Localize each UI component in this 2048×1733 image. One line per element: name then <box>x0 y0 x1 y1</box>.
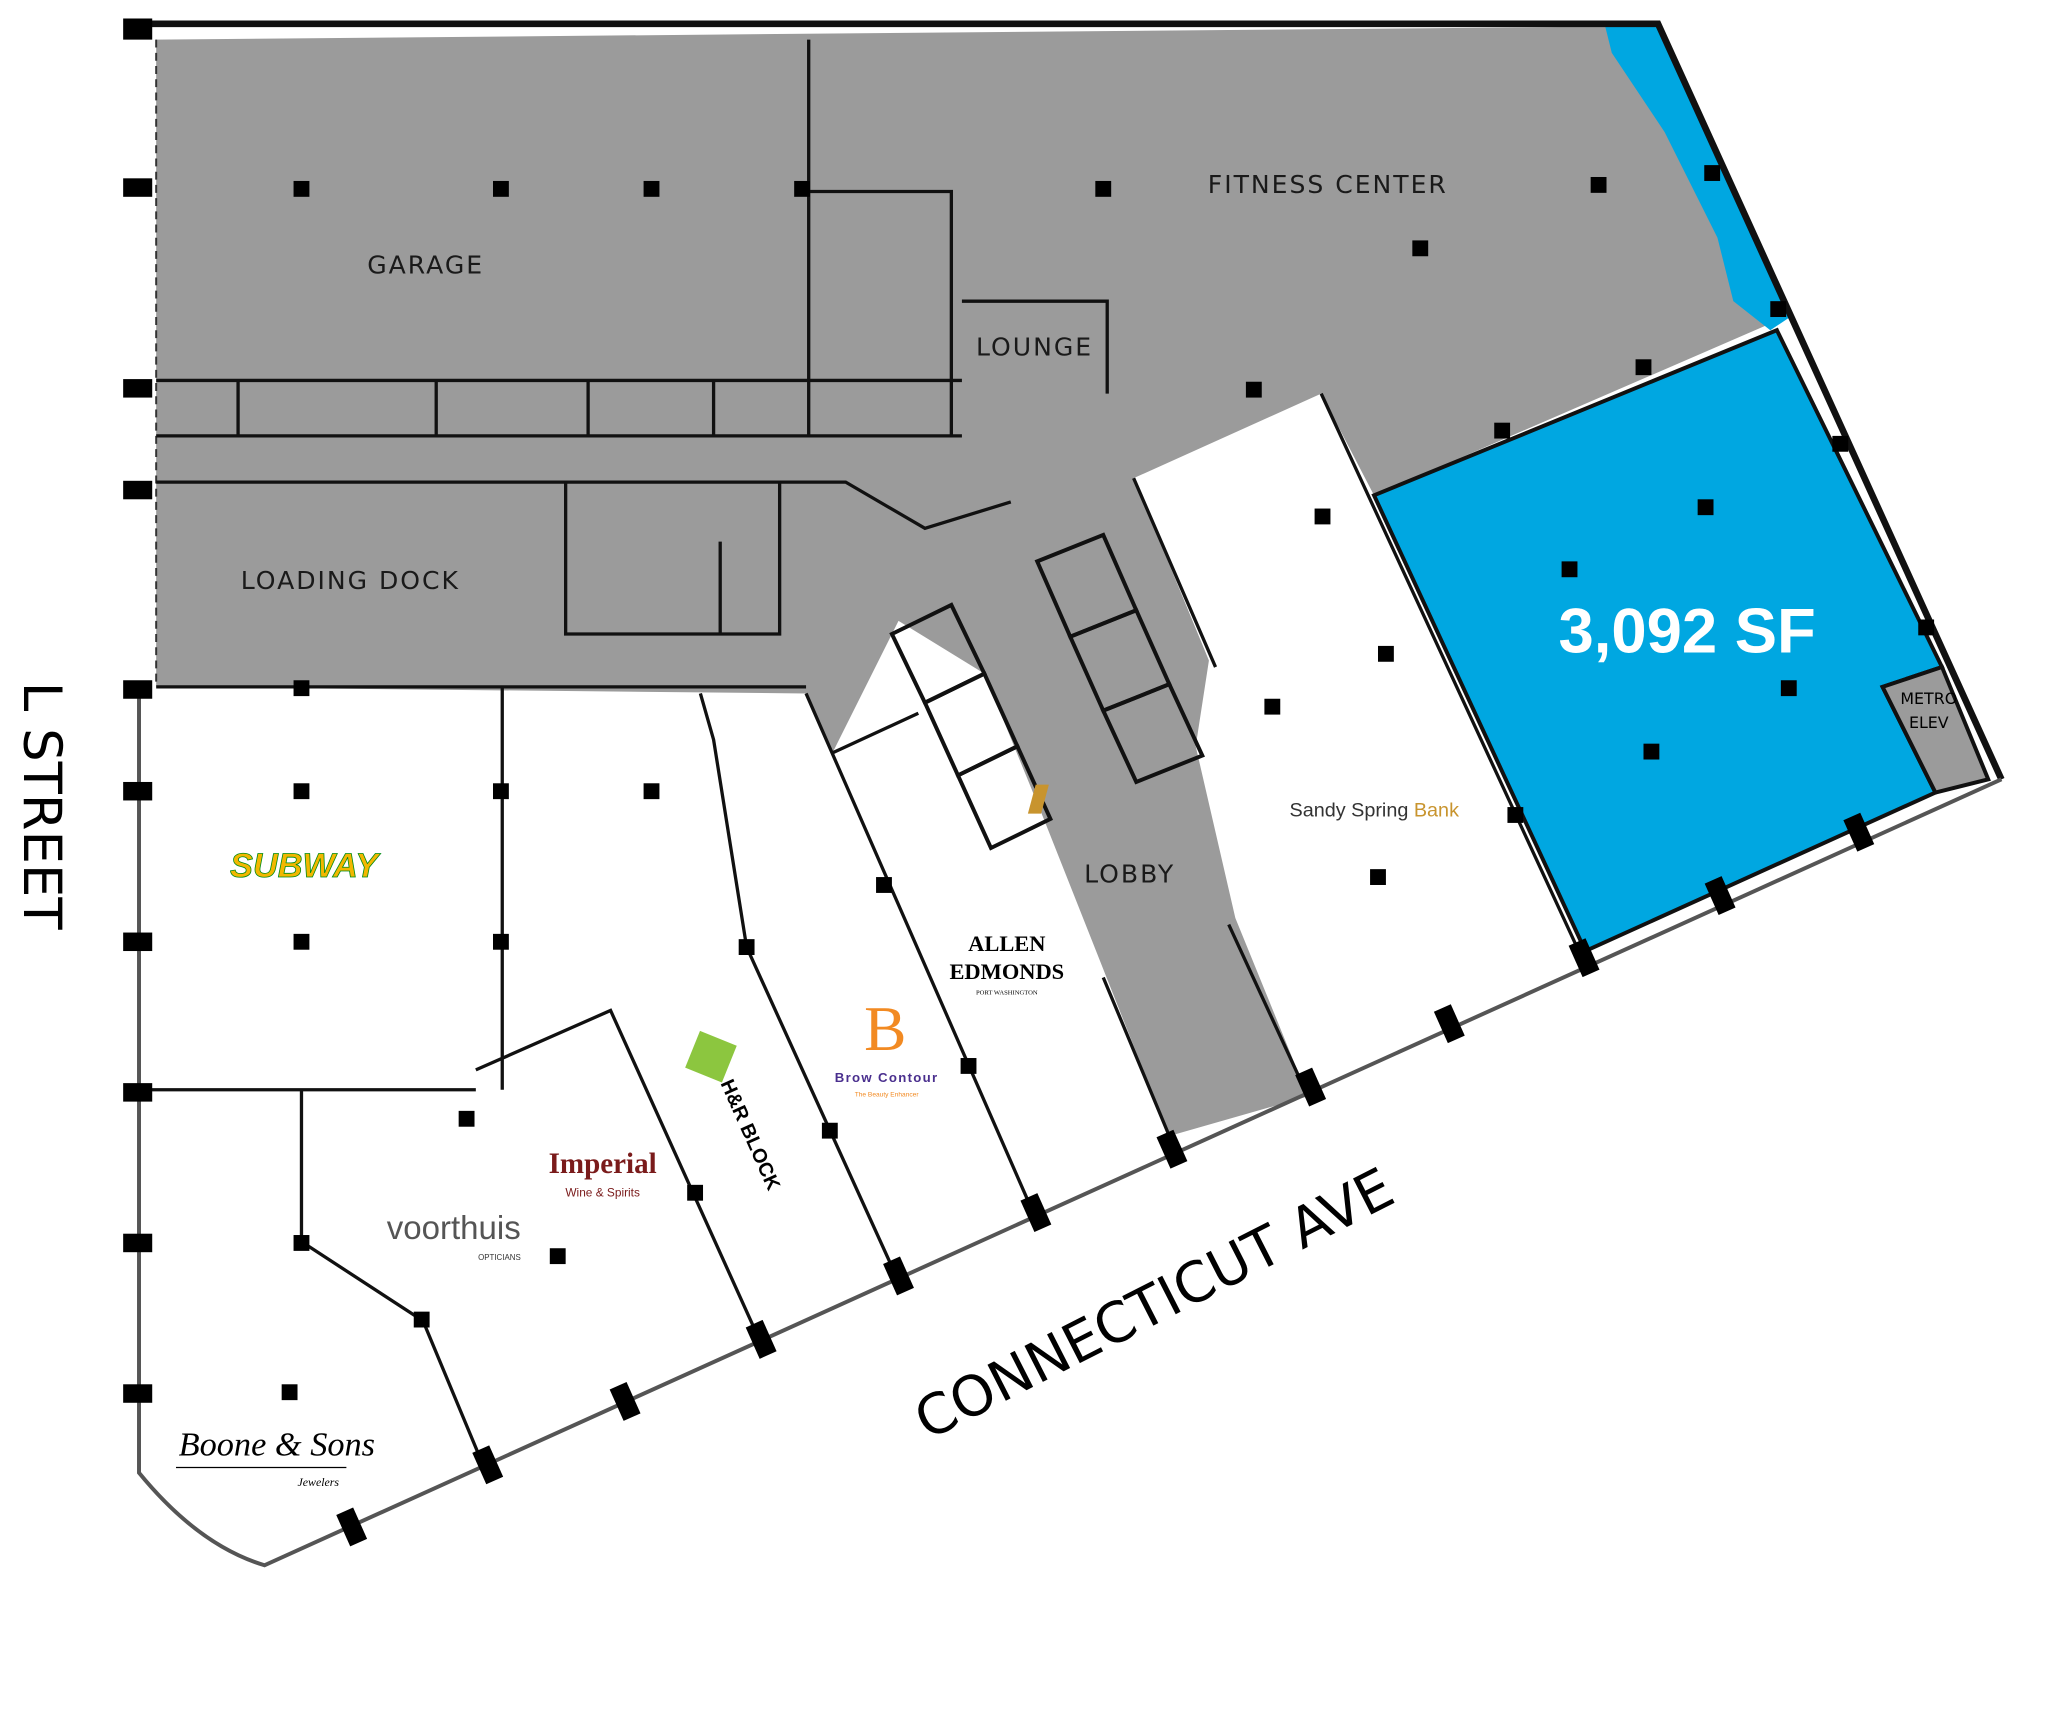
room-label-lounge: LOUNGE <box>976 332 1093 361</box>
tenant-logo-brow-contour: B Brow Contour The Beauty Enhancer <box>835 994 939 1098</box>
room-label-loading-dock: LOADING DOCK <box>241 566 460 595</box>
columns <box>123 18 1935 1547</box>
boone-sons-sub: Jewelers <box>298 1475 340 1489</box>
street-label-l-street: L STREET <box>11 682 72 930</box>
storefront-facade <box>137 686 2003 1568</box>
voorthuis-sub: OPTICIANS <box>478 1253 521 1262</box>
tenant-logo-imperial: Imperial Wine & Spirits <box>549 1148 657 1200</box>
brow-contour-mark: B <box>864 994 906 1064</box>
room-label-garage: GARAGE <box>367 250 484 279</box>
boone-sons-name: Boone & Sons <box>179 1426 375 1464</box>
voorthuis-name: voorthuis <box>387 1209 521 1246</box>
exterior-wall <box>125 20 2005 781</box>
tenant-logo-voorthuis: voorthuis OPTICIANS <box>387 1209 521 1262</box>
allen-edmonds-line2: EDMONDS <box>949 959 1064 984</box>
tenant-logo-sandy-spring: Sandy Spring Bank <box>1027 784 1459 821</box>
common-area <box>156 26 1771 1136</box>
sandy-spring-name: Sandy Spring Bank <box>1289 799 1459 821</box>
imperial-name: Imperial <box>549 1148 657 1180</box>
allen-edmonds-line1: ALLEN <box>968 931 1045 956</box>
allen-edmonds-sub: PORT WASHINGTON <box>976 990 1038 997</box>
room-label-elev: ELEV <box>1909 713 1949 732</box>
room-label-metro: METRO <box>1900 689 1957 708</box>
elevators <box>889 532 1205 851</box>
available-strip <box>1605 23 1791 331</box>
interior-walls <box>139 39 1581 1481</box>
tenant-logo-subway: SUBWAY <box>230 847 381 885</box>
brow-contour-sub: The Beauty Enhancer <box>855 1091 920 1098</box>
sandy-spring-icon <box>1027 784 1049 814</box>
available-area-label: 3,092 SF <box>1558 597 1815 667</box>
retail-area <box>139 686 2002 1566</box>
brow-contour-name: Brow Contour <box>835 1070 939 1085</box>
metro-elevator <box>1879 664 1991 795</box>
tenant-logo-allen-edmonds: ALLEN EDMONDS PORT WASHINGTON <box>949 931 1064 997</box>
room-label-fitness-center: FITNESS CENTER <box>1208 170 1448 199</box>
tenant-logo-boone-sons: Boone & Sons Jewelers <box>175 1426 375 1489</box>
room-label-lobby: LOBBY <box>1084 859 1175 888</box>
imperial-sub: Wine & Spirits <box>565 1186 640 1200</box>
hr-block-icon <box>685 1030 737 1083</box>
